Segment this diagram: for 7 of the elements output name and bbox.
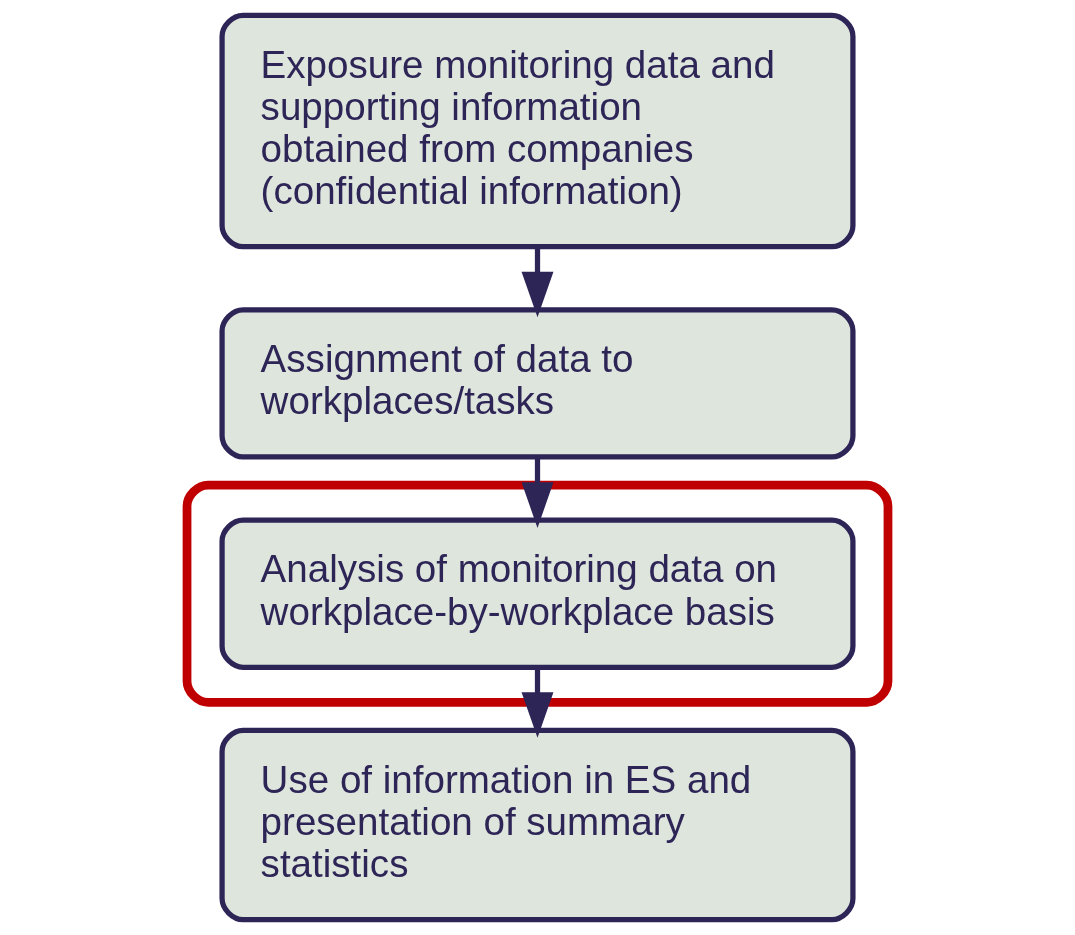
arrow xyxy=(521,247,554,318)
node-box: Analysis of monitoring data on workplace-by-workplace basis xyxy=(219,517,856,670)
arrow xyxy=(521,667,554,738)
node-box: Assignment of data to workplaces/tasks xyxy=(219,307,856,460)
node-box: Use of information in ES and presentation of summary statistics xyxy=(219,727,856,923)
arrow xyxy=(521,457,554,528)
node-box: Exposure monitoring data and supporting information obtained from companies (confidential information) xyxy=(219,12,856,250)
